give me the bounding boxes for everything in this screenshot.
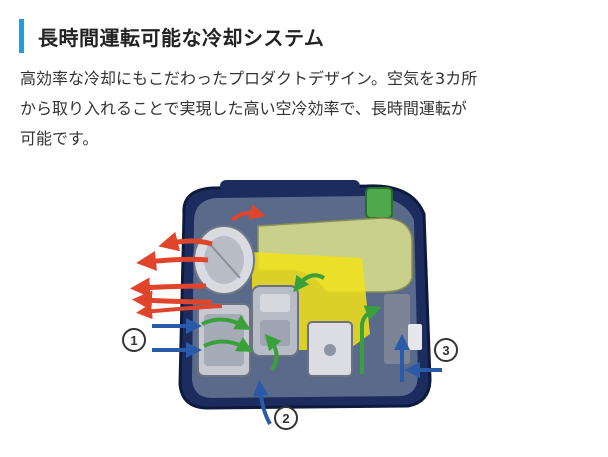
section-title: 長時間運転可能な冷却システム	[38, 25, 325, 50]
callout-1: 1	[122, 328, 146, 352]
callout-3: 3	[434, 338, 458, 362]
internal-airflow-4	[360, 305, 382, 374]
internal-airflow-1	[201, 315, 252, 330]
internal-airflow-2	[203, 337, 254, 352]
section-description: 高効率な冷却にもこだわったプロダクトデザイン。空気を3カ所 から取り入れることで…	[20, 64, 595, 154]
exhaust-top-arrow	[230, 204, 266, 222]
handle	[220, 180, 360, 192]
generator-cutaway-illustration: 1 2 3	[122, 180, 458, 430]
internal-airflow-5	[293, 273, 325, 293]
description-line-3: 可能です。	[20, 129, 99, 148]
fuel-cap-icon	[365, 187, 393, 219]
callout-1-label: 1	[130, 333, 137, 348]
callout-2-label: 2	[282, 411, 289, 426]
heading-accent-bar	[19, 19, 24, 53]
exhaust-arrow-4	[132, 290, 213, 311]
internal-airflow-3	[264, 333, 282, 372]
callout-3-label: 3	[442, 343, 449, 358]
cooling-diagram: 1 2 3	[112, 174, 472, 444]
callout-2: 2	[274, 406, 298, 430]
exhaust-arrow-1	[158, 231, 213, 252]
exhaust-arrow-2	[136, 251, 209, 271]
section-heading: 長時間運転可能な冷却システム	[19, 18, 599, 54]
control-panel	[384, 294, 410, 364]
description-line-1: 高効率な冷却にもこだわったプロダクトデザイン。空気を3カ所	[20, 69, 478, 88]
exhaust-arrow-3	[130, 277, 207, 298]
description-line-2: から取り入れることで実現した高い空冷効率で、長時間運転が	[20, 99, 467, 118]
intake-arrow-2	[252, 380, 272, 425]
exhaust-arrow-5	[136, 303, 223, 320]
